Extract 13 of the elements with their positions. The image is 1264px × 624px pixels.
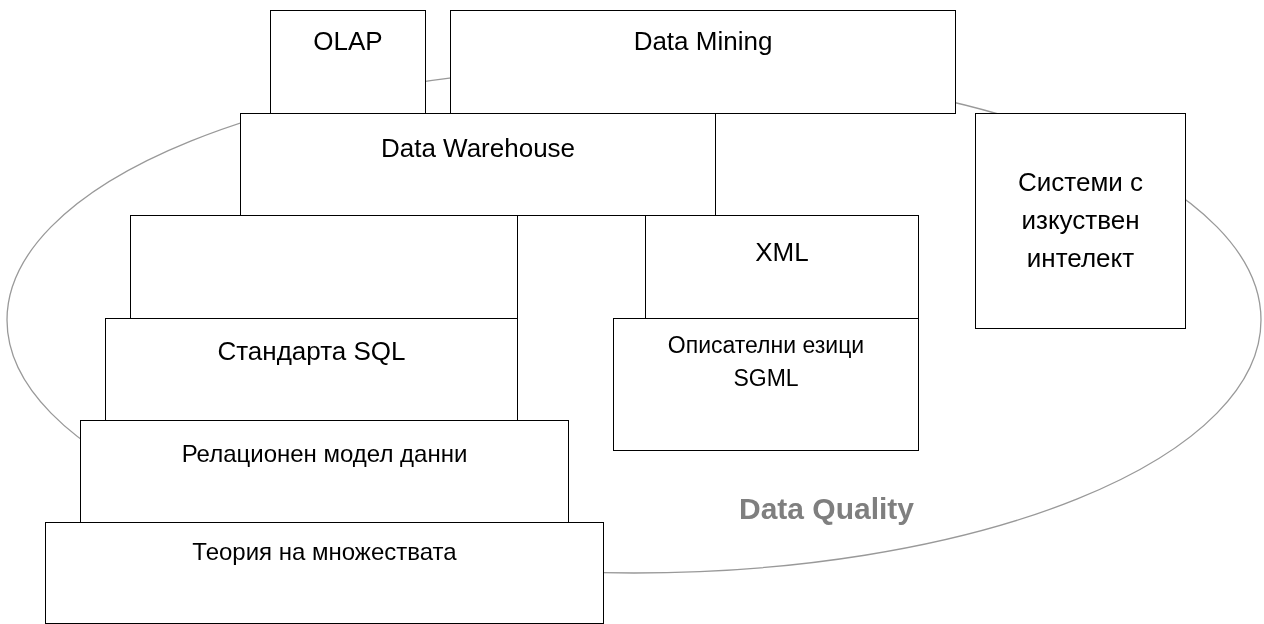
- box-label: Системи с изкуствен интелект: [1017, 166, 1144, 275]
- layer-box: [45, 522, 604, 624]
- layer-box: [450, 10, 956, 114]
- box-label: Стандарта SQL: [217, 335, 406, 368]
- layer-box: [270, 10, 426, 114]
- ellipse-label: Data Quality: [739, 492, 915, 526]
- box-label: Теория на множествата: [192, 537, 457, 567]
- box-label: Релационен модел данни: [181, 439, 468, 469]
- box-label: Data Mining: [633, 25, 773, 58]
- box-label: OLAP: [313, 25, 383, 58]
- box-label: Data Warehouse: [380, 132, 576, 165]
- box-label: XML: [755, 236, 809, 269]
- box-label: Описателни езици SGML: [666, 331, 866, 394]
